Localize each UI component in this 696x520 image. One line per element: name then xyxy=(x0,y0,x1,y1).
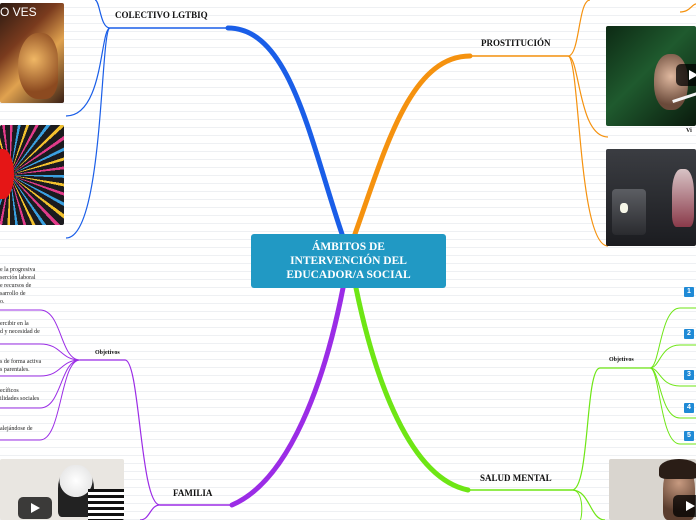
leaf-line: ercibir en la xyxy=(0,320,60,328)
lgtbiq-image-1[interactable]: O VES xyxy=(0,3,64,103)
leaf-line: ilidades sociales xyxy=(0,395,60,403)
branch-familia[interactable]: FAMILIA xyxy=(173,488,212,498)
hair-shape xyxy=(18,33,58,99)
branch-connector-prostitucion xyxy=(355,56,470,234)
leaf-line: sarrollo de xyxy=(0,290,60,298)
play-icon[interactable] xyxy=(18,497,52,519)
branch-connector-familia xyxy=(232,288,343,505)
leaf-line: s parentales. xyxy=(0,366,60,374)
central-topic-label: ÁMBITOS DE INTERVENCIÓN DEL EDUCADOR/A S… xyxy=(267,240,430,282)
salud-objective-badge-4[interactable]: 4 xyxy=(684,403,694,413)
branch-salud-label: SALUD MENTAL xyxy=(480,473,552,483)
salud-objective-badge-5[interactable]: 5 xyxy=(684,431,694,441)
leaf-line: d y necesidad de xyxy=(0,328,60,336)
leaf-line: e recursos de xyxy=(0,282,60,290)
leaf-line: ecíficos xyxy=(0,387,60,395)
play-icon[interactable] xyxy=(676,64,696,86)
branch-connector-salud xyxy=(356,288,468,490)
salud-objectives-label[interactable]: Objetivos xyxy=(609,357,634,363)
stripes-shape xyxy=(88,489,124,520)
leaf-line: o. xyxy=(0,298,60,306)
headlight-shape xyxy=(620,203,628,213)
salud-objective-badge-3[interactable]: 3 xyxy=(684,370,694,380)
salud-video-thumb[interactable] xyxy=(609,459,696,520)
salud-objective-badge-1[interactable]: 1 xyxy=(684,287,694,297)
leaf-line: alejándose de xyxy=(0,425,60,433)
branch-salud-mental[interactable]: SALUD MENTAL xyxy=(480,473,552,483)
familia-objective-4: ecíficos ilidades sociales xyxy=(0,387,60,403)
central-topic[interactable]: ÁMBITOS DE INTERVENCIÓN DEL EDUCADOR/A S… xyxy=(251,234,446,288)
branch-prostitucion[interactable]: PROSTITUCIÓN xyxy=(481,38,551,48)
figure-shape xyxy=(672,169,694,227)
familia-objectives-label[interactable]: Objetivos xyxy=(95,350,120,356)
familia-objective-3: s de forma activa s parentales. xyxy=(0,358,60,374)
branch-lgtbiq[interactable]: COLECTIVO LGTBIQ xyxy=(115,10,208,20)
familia-objective-5: alejándose de xyxy=(0,425,60,433)
familia-objective-2: ercibir en la d y necesidad de xyxy=(0,320,60,336)
leaf-line: serción laboral xyxy=(0,274,60,282)
branch-familia-label: FAMILIA xyxy=(173,488,212,498)
leaf-line: e la progresiva xyxy=(0,266,60,274)
play-icon[interactable] xyxy=(673,495,696,517)
lgtbiq-image-caption: O VES xyxy=(0,5,37,19)
familia-video-thumb[interactable] xyxy=(0,459,124,520)
lgtbiq-image-2[interactable] xyxy=(0,125,64,225)
familia-objective-1: e la progresiva serción laboral e recurs… xyxy=(0,266,60,306)
prostitucion-video-thumb[interactable] xyxy=(606,26,696,126)
salud-objective-badge-2[interactable]: 2 xyxy=(684,329,694,339)
prostitucion-image-2[interactable] xyxy=(606,149,696,246)
branch-lgtbiq-label: COLECTIVO LGTBIQ xyxy=(115,10,208,20)
leaf-line: s de forma activa xyxy=(0,358,60,366)
branch-prostitucion-label: PROSTITUCIÓN xyxy=(481,38,551,48)
prostitucion-video-caption: Vi xyxy=(686,128,692,134)
branch-connector-lgtbiq xyxy=(228,28,342,234)
hair-shape xyxy=(659,459,696,479)
car-shape xyxy=(612,189,646,235)
